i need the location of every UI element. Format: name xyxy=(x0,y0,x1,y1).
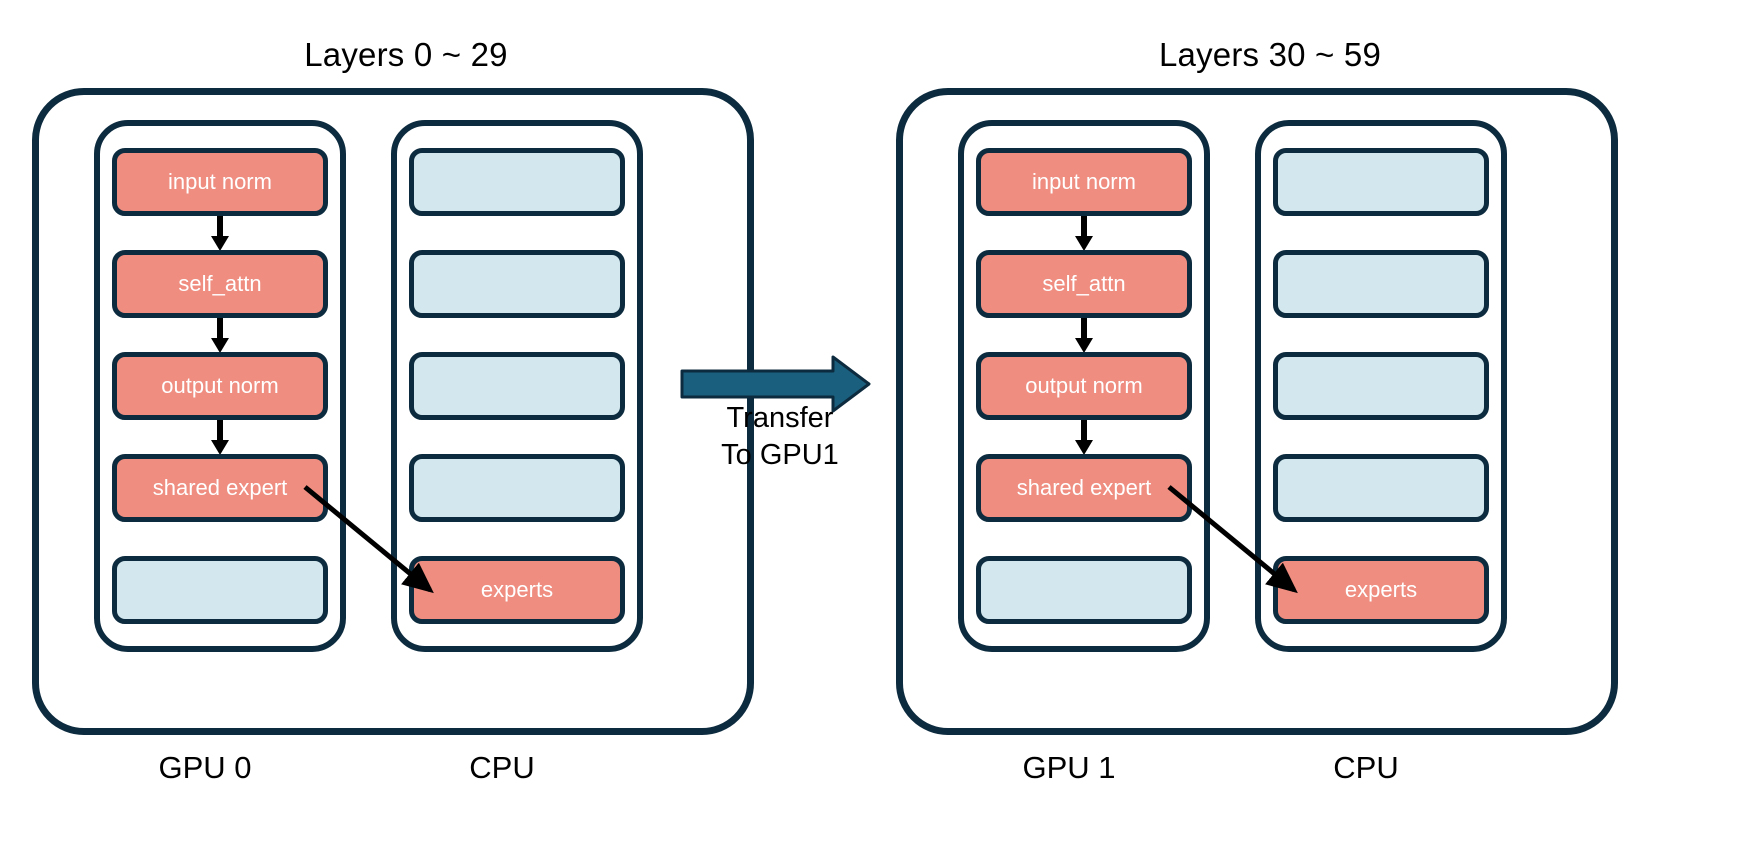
block-label: input norm xyxy=(168,169,272,194)
block-output-norm-gpu1[interactable]: output norm xyxy=(976,352,1192,420)
block-output-norm-gpu0[interactable]: output norm xyxy=(112,352,328,420)
block-empty-cpu1-1[interactable] xyxy=(1273,148,1489,216)
block-experts-cpu0[interactable]: experts xyxy=(409,556,625,624)
caption-gpu0: GPU 0 xyxy=(158,750,252,785)
block-label: shared expert xyxy=(1016,475,1152,500)
block-label: self_attn xyxy=(178,271,262,296)
column-gpu1: input norm self_attn output norm share xyxy=(958,120,1210,652)
block-shared-expert-gpu0[interactable]: shared expert xyxy=(112,454,328,522)
block-label: shared expert xyxy=(152,475,288,500)
spacer xyxy=(1273,522,1489,556)
block-label: experts xyxy=(480,577,554,602)
block-empty-cpu0-2[interactable] xyxy=(409,250,625,318)
group-title-left: Layers 0 ~ 29 xyxy=(304,36,508,73)
block-label: input norm xyxy=(1032,169,1136,194)
spacer xyxy=(1273,420,1489,454)
spacer xyxy=(1273,318,1489,352)
flow-arrow-attn-to-outnorm-gpu0 xyxy=(112,318,328,353)
block-empty-cpu1-4[interactable] xyxy=(1273,454,1489,522)
arrow-head-down-icon xyxy=(211,236,229,251)
flow-arrow-outnorm-to-shared-gpu0 xyxy=(112,420,328,455)
arrow-shaft xyxy=(217,216,223,240)
transfer-label: Transfer To GPU1 xyxy=(690,400,870,474)
arrow-shaft xyxy=(1081,420,1087,444)
device-group-left: input norm self_attn output norm share xyxy=(32,88,754,735)
column-cpu1: experts xyxy=(1255,120,1507,652)
column-cpu0: experts xyxy=(391,120,643,652)
transfer-label-line2: To GPU1 xyxy=(721,439,839,472)
block-shared-expert-gpu1[interactable]: shared expert xyxy=(976,454,1192,522)
spacer xyxy=(1273,216,1489,250)
spacer xyxy=(409,216,625,250)
arrow-shaft xyxy=(1081,216,1087,240)
arrow-head-down-icon xyxy=(1075,236,1093,251)
block-self-attn-gpu1[interactable]: self_attn xyxy=(976,250,1192,318)
block-self-attn-gpu0[interactable]: self_attn xyxy=(112,250,328,318)
flow-arrow-outnorm-to-shared-gpu1 xyxy=(976,420,1192,455)
spacer xyxy=(409,420,625,454)
device-group-right: input norm self_attn output norm share xyxy=(896,88,1618,735)
block-empty-cpu1-2[interactable] xyxy=(1273,250,1489,318)
spacer xyxy=(112,522,328,556)
caption-cpu0: CPU xyxy=(469,750,535,785)
block-label: output norm xyxy=(1025,373,1143,398)
flow-arrow-input-to-attn-gpu0 xyxy=(112,216,328,251)
caption-cpu1: CPU xyxy=(1333,750,1399,785)
spacer xyxy=(409,522,625,556)
caption-gpu1: GPU 1 xyxy=(1022,750,1116,785)
column-gpu0: input norm self_attn output norm share xyxy=(94,120,346,652)
transfer-label-line1: Transfer xyxy=(726,402,834,434)
spacer xyxy=(409,318,625,352)
arrow-head-down-icon xyxy=(1075,440,1093,455)
block-empty-cpu0-3[interactable] xyxy=(409,352,625,420)
arrow-head-down-icon xyxy=(1075,338,1093,353)
block-label: output norm xyxy=(161,373,279,398)
arrow-shaft xyxy=(1081,318,1087,342)
arrow-head-down-icon xyxy=(211,338,229,353)
block-input-norm-gpu1[interactable]: input norm xyxy=(976,148,1192,216)
spacer xyxy=(976,522,1192,556)
flow-arrow-input-to-attn-gpu1 xyxy=(976,216,1192,251)
block-empty-gpu0[interactable] xyxy=(112,556,328,624)
block-empty-gpu1[interactable] xyxy=(976,556,1192,624)
block-empty-cpu1-3[interactable] xyxy=(1273,352,1489,420)
arrow-shaft xyxy=(217,420,223,444)
block-empty-cpu0-1[interactable] xyxy=(409,148,625,216)
arrow-head-down-icon xyxy=(211,440,229,455)
block-empty-cpu0-4[interactable] xyxy=(409,454,625,522)
block-label: experts xyxy=(1344,577,1418,602)
arrow-shaft xyxy=(217,318,223,342)
flow-arrow-attn-to-outnorm-gpu1 xyxy=(976,318,1192,353)
block-input-norm-gpu0[interactable]: input norm xyxy=(112,148,328,216)
block-experts-cpu1[interactable]: experts xyxy=(1273,556,1489,624)
group-title-right: Layers 30 ~ 59 xyxy=(1158,36,1382,73)
block-label: self_attn xyxy=(1042,271,1126,296)
